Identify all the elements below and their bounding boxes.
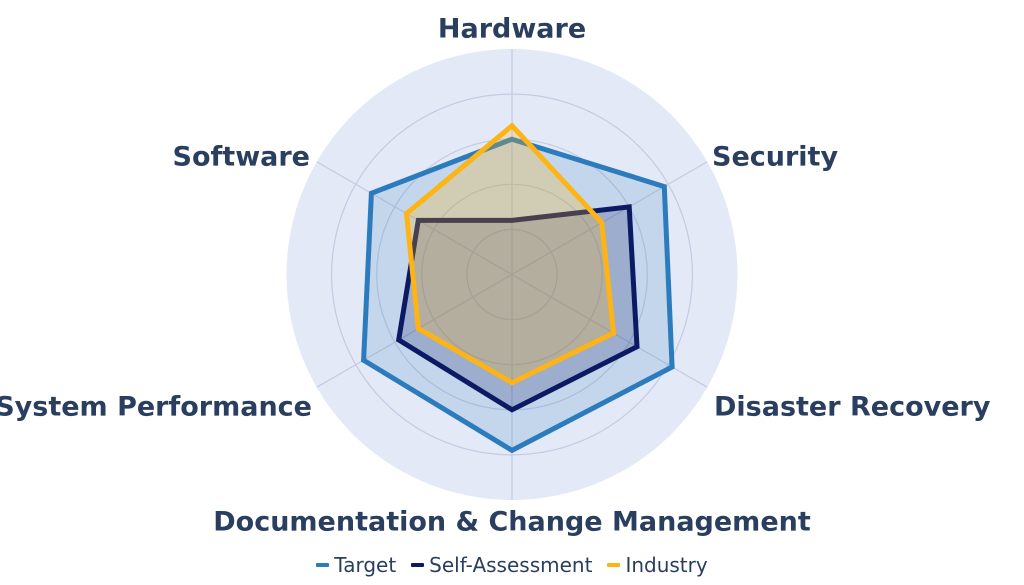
axis-label-software: Software (173, 142, 310, 173)
axis-label-security: Security (712, 142, 838, 173)
grid-spoke (511, 161, 708, 276)
grid-spoke (316, 273, 513, 388)
axis-label-system-performance: System Performance (0, 392, 312, 423)
legend-item-self-assessment[interactable]: Self-Assessment (411, 553, 592, 577)
series-polygon-industry (403, 122, 617, 386)
legend-label: Industry (625, 553, 708, 577)
legend-label: Target (334, 553, 397, 577)
legend-color-dash (607, 563, 621, 567)
legend-color-dash (411, 563, 425, 567)
axis-label-documentation-change-management: Documentation & Change Management (213, 507, 811, 538)
axis-label-hardware: Hardware (438, 14, 586, 45)
legend-label: Self-Assessment (429, 553, 593, 577)
series-polygon-self-assessment (395, 204, 640, 413)
axis-label-disaster-recovery: Disaster Recovery (714, 392, 991, 423)
grid-spoke (316, 161, 513, 276)
grid-spoke (511, 273, 708, 388)
legend-color-dash (316, 563, 330, 567)
legend-item-target[interactable]: Target (316, 553, 396, 577)
legend: Target Self-Assessment Industry (0, 550, 1024, 580)
series-layer (361, 122, 675, 454)
legend-item-industry[interactable]: Industry (607, 553, 708, 577)
